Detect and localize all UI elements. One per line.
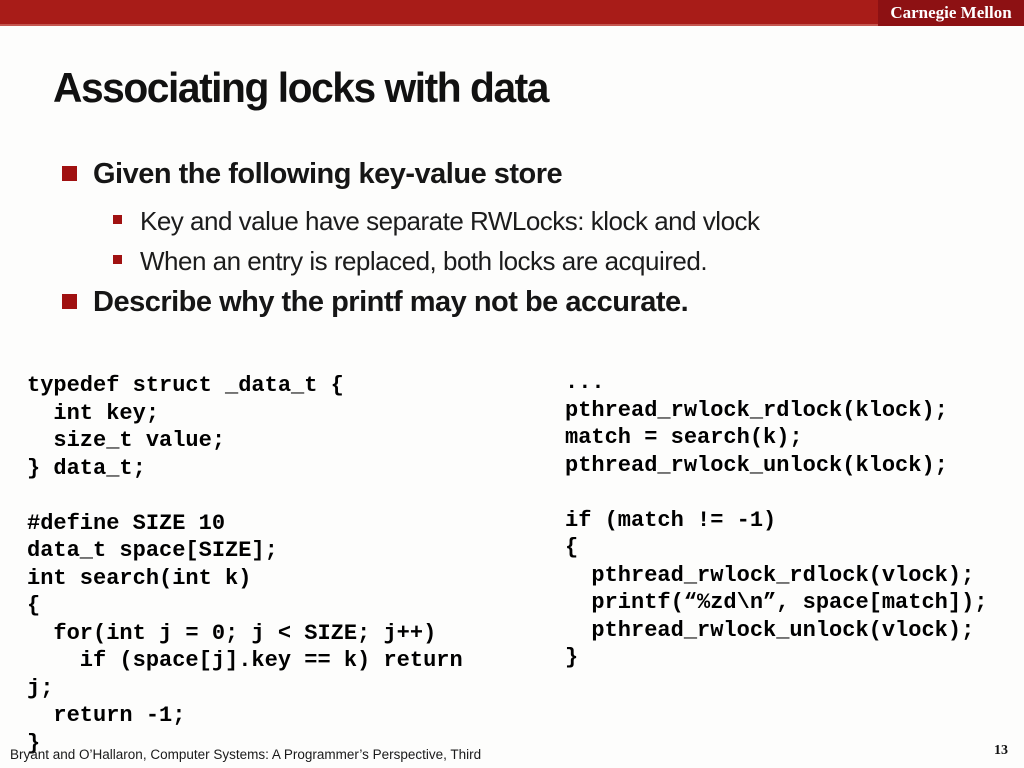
sub-bullet-item: When an entry is replaced, both locks ar… [113,246,708,277]
bullet-square-icon [113,215,122,224]
header-bar: Carnegie Mellon [0,0,1024,26]
bullet-item: Describe why the printf may not be accur… [62,286,689,319]
page-number: 13 [994,743,1008,758]
sub-bullet-item: Key and value have separate RWLocks: klo… [113,206,760,237]
page-title: Associating locks with data [53,64,549,111]
brand-box: Carnegie Mellon [878,0,1024,26]
code-block-struct-search: typedef struct _data_t { int key; size_t… [27,373,463,756]
bullet-square-icon [113,255,122,264]
brand-label: Carnegie Mellon [890,3,1012,22]
bullet-item: Given the following key-value store [62,158,563,191]
bullet-text: Describe why the printf may not be accur… [93,286,689,318]
bullet-square-icon [62,166,77,181]
footer-citation: Bryant and O’Hallaron, Computer Systems:… [10,747,482,762]
sub-bullet-text: When an entry is replaced, both locks ar… [140,246,708,276]
bullet-text: Given the following key-value store [93,158,563,190]
sub-bullet-text: Key and value have separate RWLocks: klo… [140,206,760,236]
bullet-square-icon [62,294,77,309]
code-block-rwlock-usage: ... pthread_rwlock_rdlock(klock); match … [565,370,988,670]
